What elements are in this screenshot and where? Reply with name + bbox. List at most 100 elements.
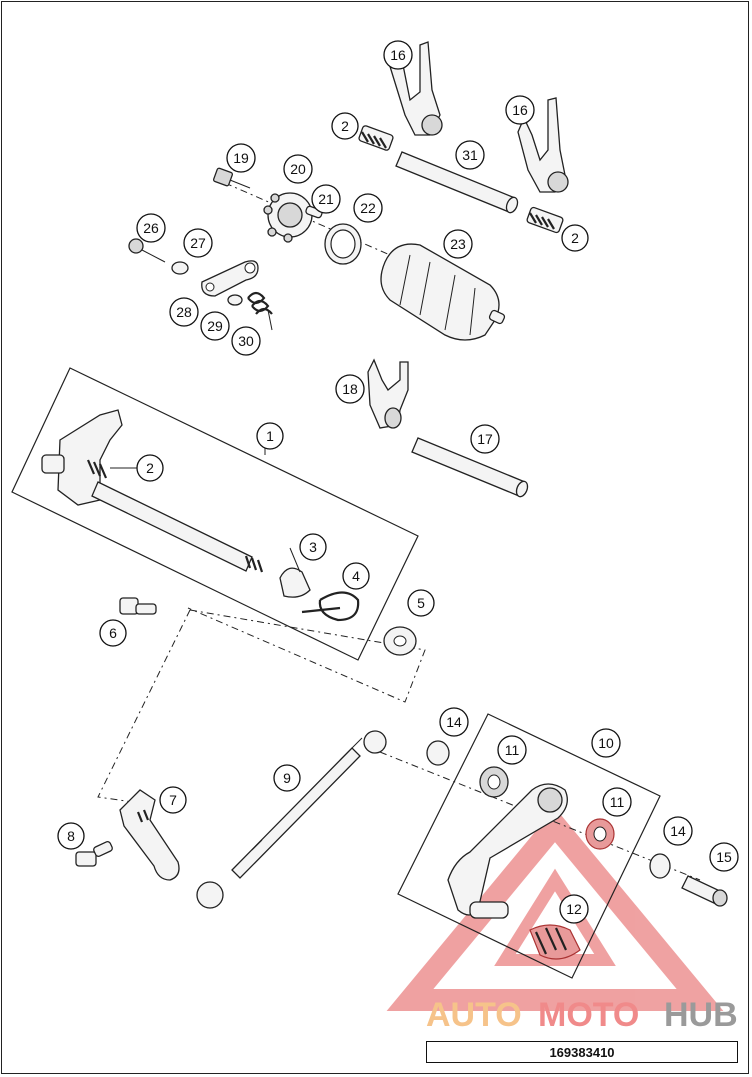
callout-21: 21 — [311, 184, 341, 214]
callout-5: 5 — [407, 589, 435, 617]
spring-2-top — [358, 125, 394, 151]
svg-text:9: 9 — [283, 770, 291, 786]
svg-text:22: 22 — [360, 200, 376, 216]
washer-14-left — [426, 740, 450, 766]
watermark-text-moto: MOTO — [538, 996, 639, 1034]
svg-text:17: 17 — [477, 431, 493, 447]
bearing-11-left — [479, 766, 509, 798]
bolt-6 — [119, 597, 157, 615]
svg-text:12: 12 — [566, 901, 582, 917]
screw-15 — [681, 875, 728, 907]
shift-rod-9 — [196, 730, 387, 909]
callout-30: 30 — [231, 326, 261, 356]
callout-8: 8 — [57, 822, 85, 850]
callout-4: 4 — [342, 562, 370, 590]
svg-text:27: 27 — [190, 235, 206, 251]
callout-16-upper: 16 — [383, 40, 413, 70]
svg-text:16: 16 — [512, 102, 528, 118]
svg-text:4: 4 — [352, 568, 360, 584]
svg-text:3: 3 — [309, 539, 317, 555]
callout-17: 17 — [470, 424, 500, 454]
callout-20: 20 — [283, 154, 313, 184]
shift-fork-18 — [367, 358, 409, 429]
washer-29 — [227, 294, 243, 306]
svg-text:2: 2 — [341, 118, 349, 134]
spring-4 — [301, 591, 360, 622]
callout-12: 12 — [559, 894, 589, 924]
callout-14-right: 14 — [663, 816, 693, 846]
svg-text:14: 14 — [670, 823, 686, 839]
svg-text:11: 11 — [610, 794, 625, 810]
linkage-dashed-line — [97, 607, 426, 803]
callout-19: 19 — [226, 143, 256, 173]
shift-drum-23 — [380, 243, 506, 341]
callout-16-lower: 16 — [505, 95, 535, 125]
callout-26: 26 — [136, 213, 166, 243]
spring-2-right — [526, 206, 564, 234]
svg-text:6: 6 — [109, 625, 117, 641]
callout-31: 31 — [455, 140, 485, 170]
callout-1: 1 — [256, 422, 284, 450]
svg-text:31: 31 — [462, 147, 478, 163]
bearing-11-right — [585, 818, 615, 850]
svg-text:14: 14 — [446, 714, 462, 730]
callout-11-left: 11 — [497, 735, 527, 765]
spring-30 — [247, 291, 273, 331]
shift-shaft-group-box — [11, 367, 419, 661]
washer-27 — [171, 261, 189, 275]
callout-2-right: 2 — [561, 224, 589, 252]
svg-text:18: 18 — [342, 381, 358, 397]
fork-rod-31 — [395, 151, 519, 214]
callout-28: 28 — [169, 297, 199, 327]
callout-15: 15 — [709, 842, 739, 872]
washer-5 — [383, 626, 417, 656]
clip-3 — [279, 567, 311, 598]
callout-6: 6 — [99, 619, 127, 647]
svg-text:7: 7 — [169, 792, 177, 808]
shift-lever-group-box — [397, 713, 661, 979]
callout-3: 3 — [299, 533, 327, 561]
lever-7 — [119, 789, 180, 881]
tip-rubber-12 — [529, 924, 581, 960]
svg-text:30: 30 — [238, 333, 254, 349]
watermark-logo-triangle — [386, 807, 724, 1011]
callout-23: 23 — [443, 229, 473, 259]
svg-text:20: 20 — [290, 161, 306, 177]
callout-27: 27 — [183, 228, 213, 258]
callout-18: 18 — [335, 374, 365, 404]
callout-2-shaft: 2 — [136, 454, 164, 482]
svg-text:2: 2 — [571, 230, 579, 246]
svg-text:1: 1 — [266, 428, 274, 444]
svg-text:15: 15 — [716, 849, 732, 865]
svg-text:21: 21 — [318, 191, 334, 207]
watermark-text-hub: HUB — [664, 996, 738, 1034]
bolt-26 — [128, 238, 166, 263]
watermark-wordmark: AUTO MOTO HUB — [426, 996, 738, 1034]
svg-text:29: 29 — [207, 318, 223, 334]
shift-lever-10 — [447, 783, 568, 919]
svg-text:11: 11 — [505, 742, 520, 758]
locking-lever-28 — [201, 260, 259, 297]
callout-22: 22 — [353, 193, 383, 223]
shift-fork-16-lower — [517, 97, 569, 193]
watermark-text-auto: AUTO — [426, 996, 522, 1034]
callout-11-right: 11 — [602, 787, 632, 817]
svg-text:8: 8 — [67, 828, 75, 844]
svg-text:5: 5 — [417, 595, 425, 611]
washer-14-right — [649, 853, 671, 879]
callout-14-left: 14 — [439, 707, 469, 737]
fork-rod-17 — [411, 437, 529, 498]
shift-star-20 — [263, 192, 313, 243]
callout-29: 29 — [200, 311, 230, 341]
svg-text:2: 2 — [146, 460, 154, 476]
svg-text:28: 28 — [176, 304, 192, 320]
callout-2-top: 2 — [331, 112, 359, 140]
svg-text:19: 19 — [233, 150, 249, 166]
callout-9: 9 — [273, 764, 301, 792]
bolt-8 — [75, 841, 113, 867]
screw-19 — [213, 167, 251, 189]
document-number: 169383410 — [426, 1041, 738, 1063]
svg-text:26: 26 — [143, 220, 159, 236]
